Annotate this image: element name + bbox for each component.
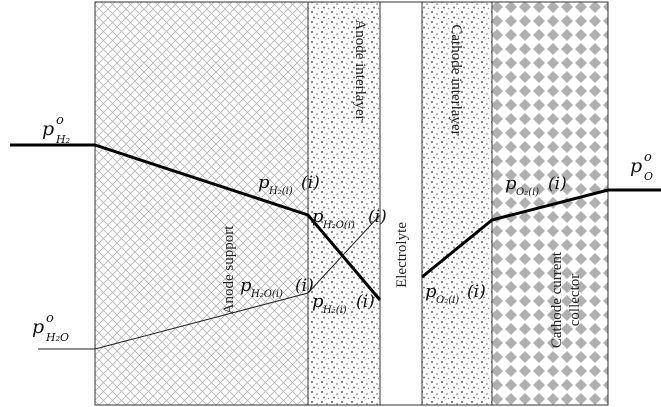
svg-text:H₂O(i): H₂O(i) xyxy=(322,220,355,231)
svg-text:o: o xyxy=(46,311,54,326)
svg-text:p: p xyxy=(312,206,324,227)
label-pO2-tpb: p O₂(i) (i) xyxy=(425,281,486,306)
anode-interlayer-region xyxy=(307,1,381,406)
label-pH2-tpb: p H₂(i) (i) xyxy=(312,291,375,316)
svg-text:H₂O: H₂O xyxy=(45,331,69,344)
anode-support-label: Anode support xyxy=(221,225,237,315)
label-pO2-interface: p O₂(i) (i) xyxy=(505,173,567,198)
o2-pressure-profile xyxy=(421,188,661,279)
cathode-interlayer-region xyxy=(421,1,493,406)
svg-text:p: p xyxy=(42,118,54,140)
anode-interlayer-label: Anode interlayer xyxy=(352,19,368,120)
label-pH2-bulk: p o H₂ xyxy=(42,113,70,146)
svg-text:H₂: H₂ xyxy=(55,133,70,146)
svg-text:p: p xyxy=(258,172,270,193)
svg-text:O: O xyxy=(644,170,653,183)
svg-text:(i): (i) xyxy=(467,282,486,302)
cathode-collector-label-2: collector xyxy=(567,274,583,326)
cathode-collector-label-1: Cathode current xyxy=(549,251,565,348)
svg-text:(i): (i) xyxy=(368,207,387,227)
label-pH2O-interface: p H₂O(i) (i) xyxy=(312,206,387,231)
svg-text:p: p xyxy=(425,281,437,302)
electrolyte-label: Electrolyte xyxy=(394,222,410,288)
svg-text:H₂(i): H₂(i) xyxy=(322,305,347,316)
label-pH2O-tpb: p H₂O(i) (i) xyxy=(240,275,314,300)
svg-text:o: o xyxy=(644,150,652,165)
svg-text:p: p xyxy=(32,316,44,338)
svg-text:p: p xyxy=(312,291,324,312)
svg-text:p: p xyxy=(630,155,642,177)
svg-text:(i): (i) xyxy=(356,292,375,312)
label-pH2-interface: p H₂(i) (i) xyxy=(258,172,320,197)
label-pH2O-bulk: p o H₂O xyxy=(32,311,69,344)
svg-text:o: o xyxy=(56,113,64,128)
cathode-interlayer-label: Cathode interlayer xyxy=(448,24,464,135)
svg-text:O₂(i): O₂(i) xyxy=(436,295,459,306)
svg-text:H₂O(i): H₂O(i) xyxy=(250,289,283,300)
h2-pressure-profile xyxy=(10,143,382,301)
svg-text:O₂(i): O₂(i) xyxy=(516,187,539,198)
h2o-pressure-profile xyxy=(38,214,381,350)
svg-text:(i): (i) xyxy=(548,174,567,194)
svg-text:H₂(i): H₂(i) xyxy=(268,186,293,197)
electrolyte-region xyxy=(379,1,423,406)
svg-text:p: p xyxy=(240,275,252,296)
svg-text:(i): (i) xyxy=(295,276,314,296)
svg-text:p: p xyxy=(505,173,517,194)
svg-text:(i): (i) xyxy=(301,173,320,193)
label-pO2-bulk: p o O xyxy=(630,150,653,183)
